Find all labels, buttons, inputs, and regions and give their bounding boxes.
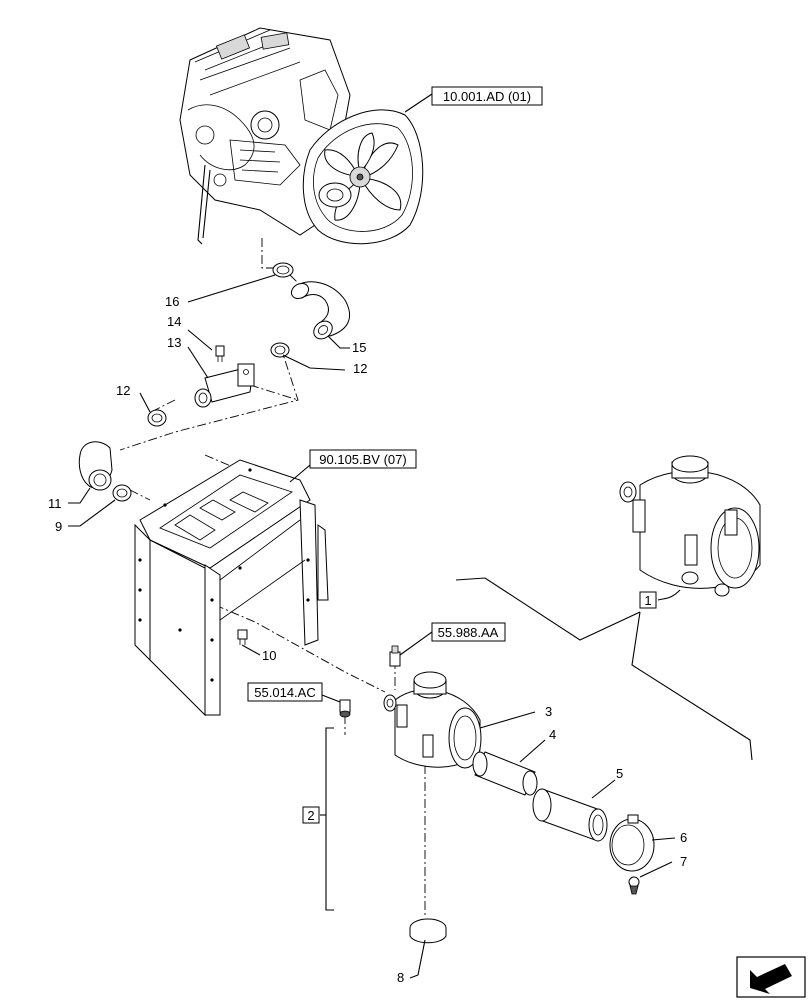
clamp-9 [112, 484, 132, 502]
arrow-down-left-icon[interactable] [736, 956, 806, 998]
frame-reference: 90.105.BV (07) [289, 449, 417, 483]
vacuator-valve [339, 699, 351, 718]
bolt-10 [237, 629, 248, 645]
hose-11 [78, 441, 113, 491]
callout-1: 1 [644, 593, 651, 608]
clamp-16 [272, 262, 294, 278]
clamp-12-lower [147, 409, 167, 427]
end-cover-6 [609, 814, 655, 872]
callout-13: 13 [167, 335, 181, 350]
callout-11: 11 [48, 496, 62, 511]
sensor-reference-label: 55.988.AA [438, 625, 499, 640]
callout-14: 14 [167, 314, 181, 329]
callout-9: 9 [55, 519, 62, 534]
dust-valve-7 [628, 876, 640, 895]
callout-12-lower: 12 [116, 383, 130, 398]
callout-10: 10 [262, 648, 276, 663]
engine-reference-label: 10.001.AD (01) [443, 89, 531, 104]
primary-element-5 [532, 788, 608, 842]
callout-labels: 16 15 12 14 13 12 11 9 10 3 4 5 6 7 8 [48, 294, 687, 985]
separator-lines [455, 577, 753, 761]
frame-reference-label: 90.105.BV (07) [319, 452, 406, 467]
engine-reference: 10.001.AD (01) [404, 86, 543, 113]
callout-5: 5 [616, 766, 623, 781]
callout-8: 8 [397, 970, 404, 985]
pipe-bracket-13 [194, 363, 255, 408]
clamp-12-upper [270, 342, 290, 358]
callout-7: 7 [680, 854, 687, 869]
callout-4: 4 [549, 727, 556, 742]
valve-reference-label: 55.014.AC [254, 685, 315, 700]
sensor-reference: 55.988.AA [399, 622, 506, 656]
group-2-bracket: 2 [302, 727, 334, 911]
engine-illustration [179, 27, 424, 245]
elbow-hose-15 [290, 281, 350, 340]
safety-element-4 [472, 751, 538, 796]
frame-structure [134, 459, 329, 717]
callout-15: 15 [352, 340, 366, 355]
callout-3: 3 [545, 704, 552, 719]
callout-leaders [68, 274, 676, 979]
callout-12-upper: 12 [353, 361, 367, 376]
restriction-sensor [389, 645, 401, 667]
filter-housing-3 [383, 671, 482, 769]
assembled-filter-inset: 1 [619, 455, 761, 609]
bolt-14 [215, 345, 225, 362]
valve-reference: 55.014.AC [247, 682, 341, 703]
callout-16: 16 [165, 294, 179, 309]
rain-cap-8 [409, 918, 447, 944]
callout-2: 2 [307, 808, 314, 823]
callout-6: 6 [680, 830, 687, 845]
